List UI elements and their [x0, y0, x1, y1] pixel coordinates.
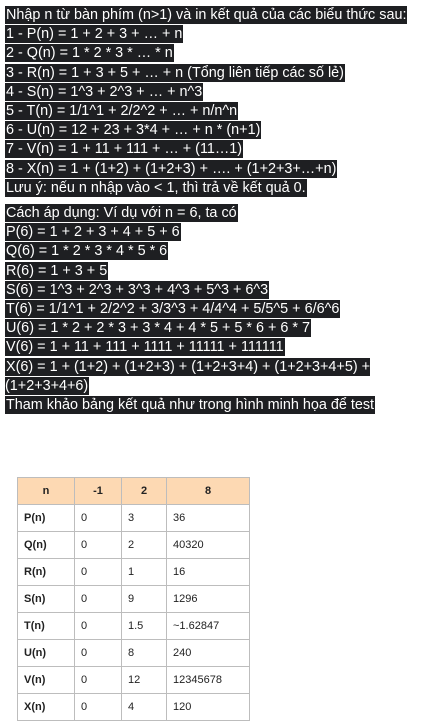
table-cell: 8 [121, 639, 167, 667]
problem-line: Nhập n từ bàn phím (n>1) và in kết quả c… [5, 6, 408, 24]
row-label: P(n) [17, 504, 75, 532]
table-cell: 120 [166, 693, 250, 721]
row-label: X(n) [17, 693, 75, 721]
table-cell: 0 [74, 639, 122, 667]
example-line: X(6) = 1 + (1+2) + (1+2+3) + (1+2+3+4) +… [5, 357, 371, 395]
column-header: -1 [74, 477, 122, 505]
table-cell: 0 [74, 531, 122, 559]
example-line: U(6) = 1 * 2 + 2 * 3 + 3 * 4 + 4 * 5 + 5… [5, 319, 312, 338]
table-cell: 0 [74, 612, 122, 640]
result-table: n -1 2 8 P(n) 0 3 36 Q(n) 0 2 40320 R(n)… [17, 477, 250, 721]
table-row: P(n) 0 3 36 [17, 504, 250, 532]
example-line: V(6) = 1 + 11 + 111 + 1111 + 11111 + 111… [5, 338, 285, 357]
table-cell: 3 [121, 504, 167, 532]
note-line: Lưu ý: nếu n nhập vào < 1, thì trả về kế… [5, 178, 307, 197]
table-header-row: n -1 2 8 [17, 477, 250, 505]
table-cell: 12345678 [166, 666, 250, 694]
problem-line: 4 - S(n) = 1^3 + 2^3 + … + n^3 [5, 82, 204, 101]
table-cell: 0 [74, 666, 122, 694]
table-row: X(n) 0 4 120 [17, 693, 250, 721]
example-line: P(6) = 1 + 2 + 3 + 4 + 5 + 6 [5, 223, 181, 242]
table-cell: 36 [166, 504, 250, 532]
row-label: U(n) [17, 639, 75, 667]
table-cell: 0 [74, 504, 122, 532]
example-line: Q(6) = 1 * 2 * 3 * 4 * 5 * 6 [5, 242, 169, 261]
problem-line: 3 - R(n) = 1 + 3 + 5 + … + n (Tổng liên … [5, 63, 345, 82]
table-cell: 240 [166, 639, 250, 667]
problem-statement: Nhập n từ bàn phím (n>1) và in kết quả c… [5, 6, 417, 415]
table-cell: 9 [121, 585, 167, 613]
table-cell: 1296 [166, 585, 250, 613]
example-line: T(6) = 1/1^1 + 2/2^2 + 3/3^3 + 4/4^4 + 5… [5, 300, 341, 319]
problem-line: 6 - U(n) = 12 + 23 + 3*4 + … + n * (n+1) [5, 121, 262, 140]
table-row: S(n) 0 9 1296 [17, 585, 250, 613]
example-line: R(6) = 1 + 3 + 5 [5, 261, 109, 280]
table-cell: 0 [74, 585, 122, 613]
example-line: S(6) = 1^3 + 2^3 + 3^3 + 4^3 + 5^3 + 6^3 [5, 280, 270, 299]
problem-line: 5 - T(n) = 1/1^1 + 2/2^2 + … + n/n^n [5, 102, 239, 121]
row-label: T(n) [17, 612, 75, 640]
problem-line: 7 - V(n) = 1 + 11 + 111 + … + (11…1) [5, 140, 244, 159]
problem-line: 2 - Q(n) = 1 * 2 * 3 * … * n [5, 44, 174, 63]
table-cell: 16 [166, 558, 250, 586]
column-header: n [17, 477, 75, 505]
row-label: V(n) [17, 666, 75, 694]
table-row: Q(n) 0 2 40320 [17, 531, 250, 559]
table-cell: 2 [121, 531, 167, 559]
table-cell: 1.5 [121, 612, 167, 640]
column-header: 8 [166, 477, 250, 505]
row-label: S(n) [17, 585, 75, 613]
table-cell: ~1.62847 [166, 612, 250, 640]
table-cell: 12 [121, 666, 167, 694]
reference-line: Tham khảo bảng kết quả như trong hình mi… [5, 396, 376, 415]
table-cell: 0 [74, 693, 122, 721]
row-label: Q(n) [17, 531, 75, 559]
table-row: U(n) 0 8 240 [17, 639, 250, 667]
table-row: T(n) 0 1.5 ~1.62847 [17, 612, 250, 640]
table-cell: 4 [121, 693, 167, 721]
table-cell: 0 [74, 558, 122, 586]
table-cell: 40320 [166, 531, 250, 559]
column-header: 2 [121, 477, 167, 505]
problem-line: 1 - P(n) = 1 + 2 + 3 + … + n [5, 25, 184, 44]
example-line: Cách áp dụng: Ví dụ với n = 6, ta có [5, 204, 238, 223]
problem-line: 8 - X(n) = 1 + (1+2) + (1+2+3) + …. + (1… [5, 159, 338, 178]
table-row: R(n) 0 1 16 [17, 558, 250, 586]
row-label: R(n) [17, 558, 75, 586]
table-row: V(n) 0 12 12345678 [17, 666, 250, 694]
table-cell: 1 [121, 558, 167, 586]
